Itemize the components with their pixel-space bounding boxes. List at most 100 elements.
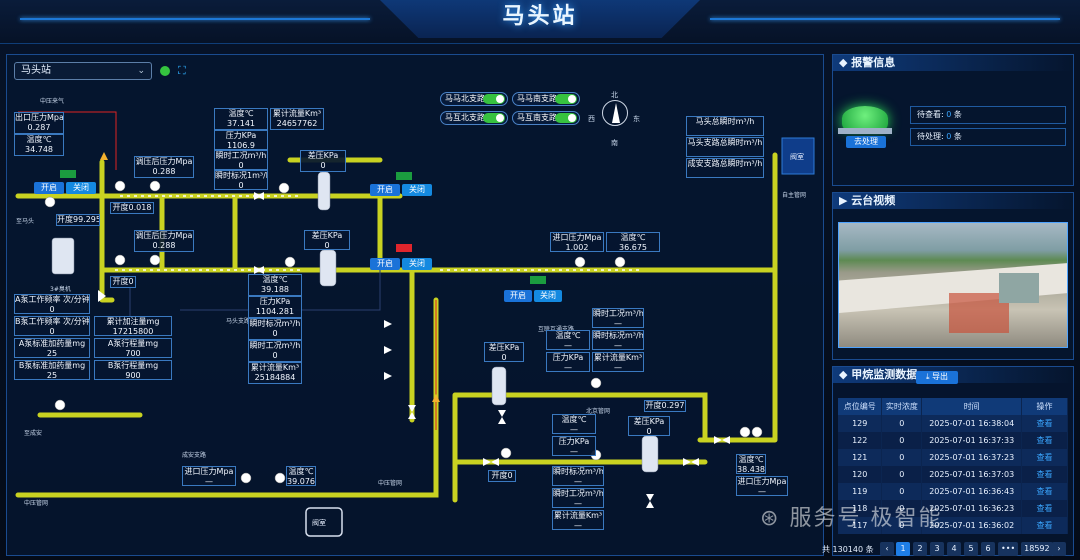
- toggle-mahubei[interactable]: 马互北支路: [440, 111, 508, 125]
- open-button-3[interactable]: 开启: [370, 258, 400, 270]
- compass-west: 西: [588, 115, 595, 123]
- toggle-switch[interactable]: [483, 94, 505, 104]
- toggle-switch[interactable]: [555, 113, 577, 123]
- fullscreen-icon[interactable]: ⛶: [178, 64, 186, 77]
- header-line-right: [710, 18, 1060, 20]
- toggle-label: 马互南支路: [517, 113, 557, 122]
- table-cell: 2025-07-01 16:37:03: [921, 466, 1023, 483]
- watermark-text-b: 极智能: [870, 506, 943, 531]
- table-cell: 0: [881, 449, 923, 466]
- opening-box-5: 开度0: [488, 470, 516, 482]
- view-link[interactable]: 查看: [1021, 517, 1068, 534]
- station-select[interactable]: 马头站 ⌄: [14, 62, 152, 80]
- view-link[interactable]: 查看: [1021, 483, 1068, 500]
- table-cell: 2025-07-01 16:38:04: [921, 415, 1023, 432]
- toggle-switch[interactable]: [483, 113, 505, 123]
- station-select-value: 马头站: [21, 65, 51, 76]
- pending-handle-count: 0: [946, 132, 952, 141]
- compass-south: 南: [611, 139, 618, 147]
- close-button-1[interactable]: 关闭: [66, 182, 96, 194]
- table-cell: 0: [881, 500, 923, 517]
- page-button[interactable]: 18592: [1021, 542, 1053, 556]
- toggle-mamabei[interactable]: 马马北支路: [440, 92, 508, 106]
- methane-title-text: 甲烷监测数据: [851, 368, 918, 381]
- compass-north: 北: [611, 91, 618, 99]
- page-button[interactable]: 3: [930, 542, 944, 556]
- view-link[interactable]: 查看: [1021, 449, 1068, 466]
- label-matou-zhi: 马头支路: [226, 318, 251, 325]
- prev-page-button[interactable]: ‹: [880, 542, 894, 556]
- compass-east: 东: [633, 115, 640, 123]
- col-action: 操作: [1021, 398, 1068, 415]
- toggle-mahunan[interactable]: 马互南支路: [512, 111, 580, 125]
- toggle-label: 马马南支路: [517, 94, 557, 103]
- page-button[interactable]: •••: [998, 542, 1019, 556]
- label-zhongya-out: 中压管网: [24, 500, 49, 507]
- camera-feed[interactable]: [838, 222, 1068, 348]
- opening-box-3: 开度0: [110, 276, 136, 288]
- chengan-branch-flow-box: 成安支路总瞬时m³/h: [686, 158, 764, 178]
- table-cell: 2025-07-01 16:36:23: [921, 500, 1023, 517]
- opening-box-1: 开度99.295: [56, 214, 100, 226]
- inst-flow-box-3: 瞬时工况m³/h—: [592, 308, 644, 328]
- chevron-down-icon: ⌄: [137, 66, 145, 76]
- page-button[interactable]: 1: [896, 542, 910, 556]
- temp-box-3: 温度℃—: [546, 330, 590, 350]
- close-button-4[interactable]: 关闭: [534, 290, 562, 302]
- next-page-button[interactable]: ›: [1052, 542, 1066, 556]
- table-cell: 119: [838, 483, 883, 500]
- page-button[interactable]: 4: [947, 542, 961, 556]
- matou-branch-flow-box: 马头支路总瞬时m³/h: [686, 137, 764, 157]
- pressure-box-3: 压力KPa—: [546, 352, 590, 372]
- toggle-mamanan[interactable]: 马马南支路: [512, 92, 580, 106]
- inst-flow-box-4: 瞬时工况m³/h—: [552, 488, 604, 508]
- temp-box-4: 温度℃—: [552, 414, 596, 434]
- close-button-3[interactable]: 关闭: [402, 258, 432, 270]
- page-button[interactable]: 6: [981, 542, 995, 556]
- open-button-2[interactable]: 开启: [370, 184, 400, 196]
- view-link[interactable]: 查看: [1021, 500, 1068, 517]
- toggle-switch[interactable]: [555, 94, 577, 104]
- std-flow-box-3: 瞬时标况m³/h—: [592, 330, 644, 350]
- handle-button[interactable]: 去处理: [846, 136, 886, 148]
- unit: 条: [953, 110, 962, 119]
- compass-icon: [602, 100, 628, 126]
- toggle-label: 马马北支路: [445, 94, 485, 103]
- pending-check-row: 待查看: 0 条: [910, 106, 1066, 124]
- alarm-light-icon: [842, 106, 888, 130]
- total-flow-box-4: 累计流量Km³—: [552, 510, 604, 530]
- table-cell: 117: [838, 517, 883, 534]
- close-button-2[interactable]: 关闭: [402, 184, 432, 196]
- table-cell: 118: [838, 500, 883, 517]
- view-link[interactable]: 查看: [1021, 415, 1068, 432]
- table-cell: 0: [881, 517, 923, 534]
- view-link[interactable]: 查看: [1021, 466, 1068, 483]
- table-cell: 0: [881, 466, 923, 483]
- col-point: 点位编号: [838, 398, 883, 415]
- export-button[interactable]: ⤓ 导出: [916, 371, 958, 384]
- page-button[interactable]: 2: [913, 542, 927, 556]
- table-cell: 0: [881, 432, 923, 449]
- open-button-4[interactable]: 开启: [504, 290, 532, 302]
- view-link[interactable]: 查看: [1021, 432, 1068, 449]
- video-title-text: 云台视频: [851, 194, 896, 207]
- page-button[interactable]: 5: [964, 542, 978, 556]
- page-title: 马头站: [380, 0, 700, 38]
- pending-check-label: 待查看:: [917, 110, 944, 119]
- valve-status-green: [530, 276, 546, 284]
- table-cell: 2025-07-01 16:36:43: [921, 483, 1023, 500]
- table-cell: 2025-07-01 16:37:33: [921, 432, 1023, 449]
- open-button-1[interactable]: 开启: [34, 182, 64, 194]
- matou-total-flow-box: 马头总瞬时m³/h: [686, 116, 764, 136]
